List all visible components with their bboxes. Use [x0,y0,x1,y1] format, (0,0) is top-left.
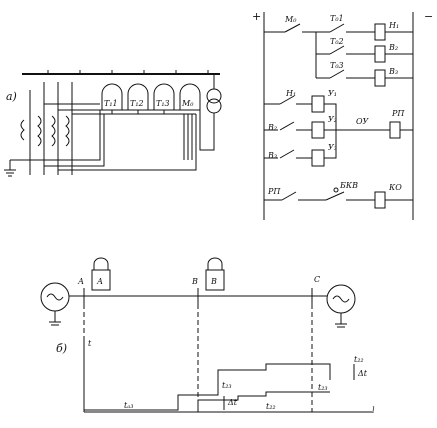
svg-text:Δt: Δt [357,369,368,378]
svg-text:Н₁: Н₁ [285,89,296,98]
svg-text:t₂₃: t₂₃ [318,383,328,392]
svg-text:РП: РП [267,187,281,196]
svg-text:М₀: М₀ [181,99,194,108]
svg-text:В₃: В₃ [388,67,398,76]
station-b: В [191,277,198,286]
relay-t01: Т₁1 [101,83,123,114]
relay-t03: Т₁3 [153,83,175,114]
svg-text:t₂₂: t₂₂ [354,355,364,364]
svg-text:Т₁3: Т₁3 [156,99,170,108]
station-c: С [314,275,320,284]
generator-right-icon [326,284,356,328]
svg-text:РП: РП [391,109,405,118]
svg-text:Н₁: Н₁ [388,21,399,30]
panel-a-label: а) [6,90,17,103]
plus-label: + [252,10,261,23]
svg-text:Т₁1: Т₁1 [104,99,118,108]
svg-text:ОУ: ОУ [356,117,370,126]
panel-b: б) А В С А [40,257,375,415]
minus-label: − [424,10,433,23]
svg-text:t: t [88,339,92,348]
svg-text:У₁: У₁ [328,89,337,98]
svg-text:В: В [210,277,217,286]
step-characteristic-upper [84,363,331,411]
svg-text:Δt: Δt [227,398,238,407]
svg-text:t₂₃: t₂₃ [222,381,232,390]
svg-text:Т₀1: Т₀1 [330,14,344,23]
svg-text:В₂: В₂ [388,43,398,52]
svg-text:tₐ₃: tₐ₃ [124,401,133,410]
generator-left-icon [40,282,70,326]
svg-text:БКВ: БКВ [339,181,358,190]
svg-text:Т₀3: Т₀3 [330,61,344,70]
svg-text:А: А [96,277,103,286]
panel-a-circuit: + − М₀ Т₀1 Н₁ Т₀2 В₂ Т₀3 В₃ Н₁ [252,10,433,220]
relay-m0: М₀ [179,83,201,111]
svg-text:Т₀2: Т₀2 [330,37,344,46]
station-a: А [77,277,84,286]
svg-text:КО: КО [388,183,402,192]
relay-box-a: А [91,257,111,291]
relay-t02: Т₁2 [127,83,149,114]
svg-text:Т₁2: Т₁2 [130,99,144,108]
voltage-transformer [199,74,222,151]
panel-a-left: а) [4,70,222,177]
ct-coils [20,115,70,147]
svg-text:У₃: У₃ [328,143,337,152]
svg-text:У₂: У₂ [328,115,337,124]
panel-b-label: б) [56,342,67,355]
relay-box-b: В [205,257,225,291]
svg-text:В₃: В₃ [267,151,277,160]
svg-text:t₂₂: t₂₂ [266,402,276,411]
step-characteristic-lower [197,391,330,412]
svg-text:М₀: М₀ [284,15,297,24]
svg-text:l: l [372,406,375,415]
svg-text:В₂: В₂ [267,123,277,132]
